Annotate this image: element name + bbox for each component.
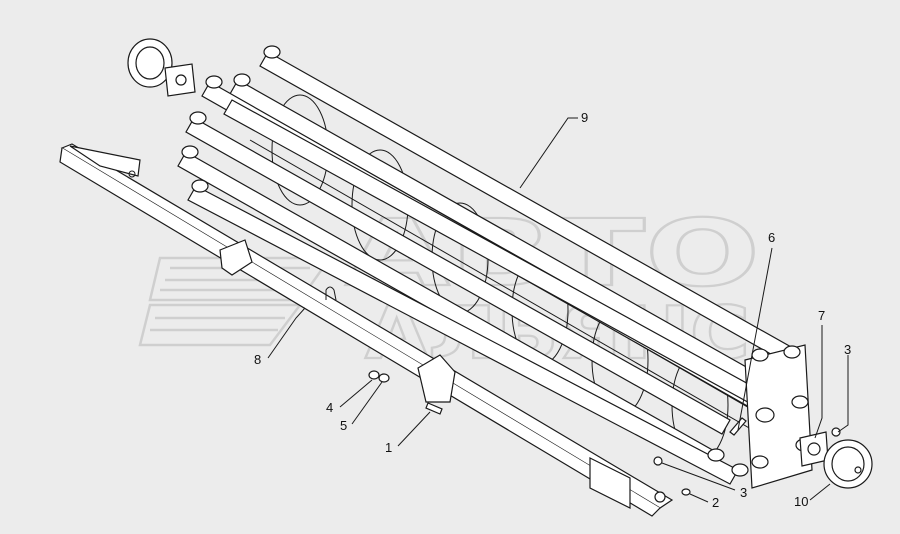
- callout-9: 9: [581, 110, 588, 125]
- frame-beam: [59, 143, 674, 517]
- bearing-flange: [799, 431, 829, 467]
- callout-3-right: 3: [844, 342, 851, 357]
- callout-6: 6: [768, 230, 775, 245]
- bearing-housing-ring: [823, 439, 873, 489]
- roller-cage: [177, 45, 813, 489]
- callout-10: 10: [794, 494, 808, 509]
- callout-1: 1: [385, 440, 392, 455]
- callout-5: 5: [340, 418, 347, 433]
- callout-labels: 9 6 7 3 8 4 5 1 3 2 10: [254, 110, 851, 510]
- left-bearing-assembly: [127, 38, 196, 97]
- callout-3-bottom: 3: [740, 485, 747, 500]
- callout-4: 4: [326, 400, 333, 415]
- callout-8: 8: [254, 352, 261, 367]
- leader-lines: [267, 117, 849, 503]
- callout-2: 2: [712, 495, 719, 510]
- hardware-parts: [368, 370, 841, 496]
- callout-7: 7: [818, 308, 825, 323]
